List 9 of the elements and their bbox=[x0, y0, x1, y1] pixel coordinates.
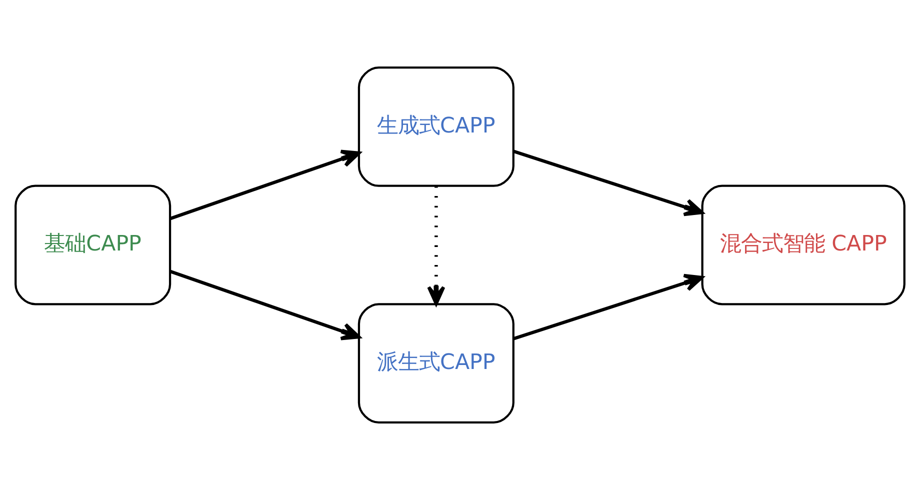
arrow bbox=[513, 149, 704, 216]
node-box: 混合式智能 CAPP bbox=[701, 184, 906, 305]
arrow bbox=[170, 269, 360, 340]
arrow bbox=[170, 149, 360, 220]
node-box: 基础CAPP bbox=[14, 184, 172, 305]
node-box: 生成式CAPP bbox=[358, 66, 514, 186]
arrow bbox=[427, 186, 446, 305]
node-box: 派生式CAPP bbox=[358, 302, 514, 423]
arrow bbox=[513, 273, 704, 340]
